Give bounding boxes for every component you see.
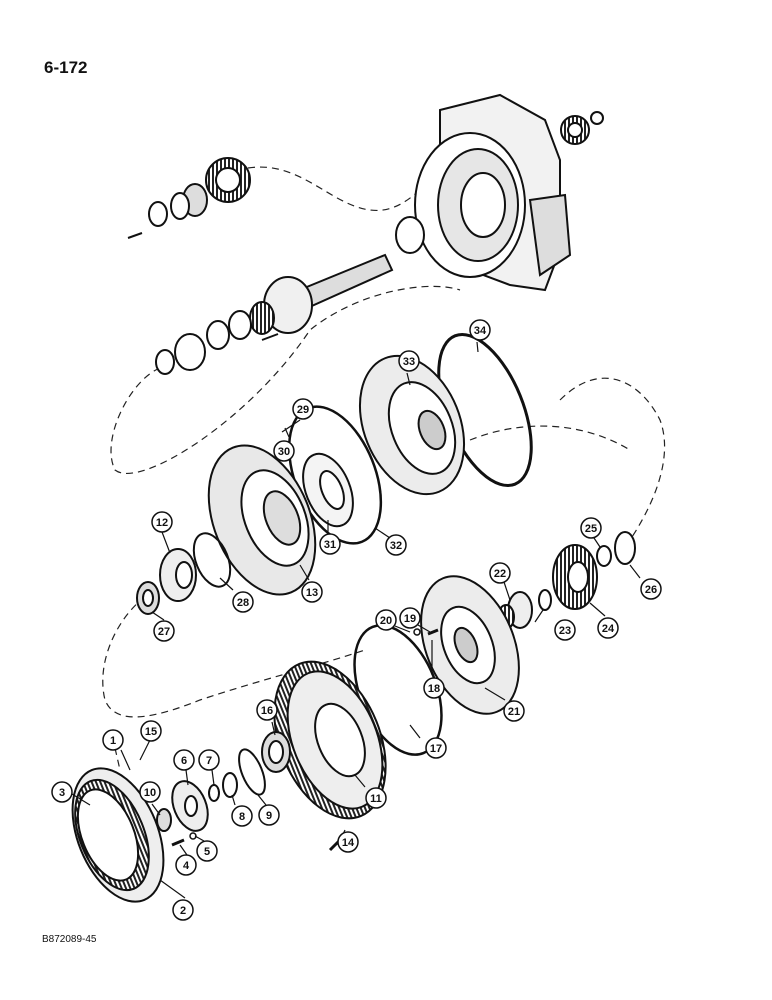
callout-27-label: 27: [158, 626, 170, 638]
torque-converter-21: [420, 575, 520, 715]
o-ring-28: [192, 532, 232, 588]
callout-leaders: [71, 341, 641, 899]
ring-23: [538, 589, 552, 611]
callout-7-label: 7: [206, 755, 212, 767]
callout-30-label: 30: [278, 446, 290, 458]
callout-18-label: 18: [428, 683, 440, 695]
callout-34: 34: [469, 319, 491, 341]
callout-10-label: 10: [144, 787, 156, 799]
callout-9: 9: [258, 804, 280, 826]
ring-25: [596, 545, 612, 567]
figure-code: B872089-45: [42, 934, 97, 945]
callout-13: 13: [301, 581, 323, 603]
ring-8: [222, 772, 238, 798]
bearing-27: [136, 581, 160, 615]
pump-body-13: [207, 444, 317, 596]
callout-1: 1: [102, 729, 124, 751]
callout-5-label: 5: [204, 846, 210, 858]
callout-8: 8: [231, 805, 253, 827]
callout-33-label: 33: [403, 356, 415, 368]
callout-21: 21: [503, 700, 525, 722]
transmission-housing: [414, 93, 604, 292]
callout-33: 33: [398, 350, 420, 372]
callout-32-label: 32: [390, 540, 402, 552]
callout-31-label: 31: [324, 539, 336, 551]
callout-12-label: 12: [156, 517, 168, 529]
callout-21-label: 21: [508, 706, 520, 718]
ring-9: [238, 748, 266, 796]
callout-22: 22: [489, 562, 511, 584]
bearing-16: [261, 731, 291, 773]
callout-14-label: 14: [342, 837, 355, 849]
callout-11: 11: [365, 787, 387, 809]
callout-15: 15: [140, 720, 162, 742]
callout-19-label: 19: [404, 613, 416, 625]
callout-23-label: 23: [559, 625, 571, 637]
callout-28: 28: [232, 591, 254, 613]
washer-20: [413, 628, 421, 636]
callout-29: 29: [292, 398, 314, 420]
callout-10: 10: [139, 781, 161, 803]
callout-23: 23: [554, 619, 576, 641]
flexplate-11: [273, 660, 387, 820]
ring-gear-2: [71, 767, 165, 903]
callout-16: 16: [256, 699, 278, 721]
callout-31: 31: [319, 533, 341, 555]
callout-28-label: 28: [237, 597, 249, 609]
callout-6: 6: [173, 749, 195, 771]
callout-7: 7: [198, 749, 220, 771]
callout-26-label: 26: [645, 584, 657, 596]
callout-30: 30: [273, 440, 295, 462]
stator-12: [159, 548, 197, 602]
pump-cover-33: [358, 354, 466, 496]
callout-22-label: 22: [494, 568, 506, 580]
callout-3-label: 3: [59, 787, 65, 799]
callout-4: 4: [175, 854, 197, 876]
callout-17: 17: [425, 737, 447, 759]
callout-4-label: 4: [183, 860, 190, 872]
callout-14: 14: [337, 831, 359, 853]
input-shaft-assembly: [127, 157, 425, 375]
callout-34-label: 34: [474, 325, 487, 337]
plate-31: [302, 452, 354, 528]
callout-17-label: 17: [430, 743, 442, 755]
snap-ring-26: [614, 531, 636, 565]
callout-19: 19: [399, 607, 421, 629]
bolt-4: [171, 838, 185, 847]
callout-12: 12: [151, 511, 173, 533]
bearing-10: [156, 808, 172, 832]
callout-24-label: 24: [602, 623, 615, 635]
callout-11-label: 11: [370, 793, 382, 805]
callout-6-label: 6: [181, 755, 187, 767]
callout-9-label: 9: [266, 810, 272, 822]
callout-18: 18: [423, 677, 445, 699]
callout-3: 3: [51, 781, 73, 803]
bolt-18: [427, 628, 439, 636]
callout-20-label: 20: [380, 615, 392, 627]
callout-32: 32: [385, 534, 407, 556]
callout-1-label: 1: [110, 735, 116, 747]
page-number: 6-172: [44, 58, 88, 77]
callout-8-label: 8: [239, 811, 245, 823]
drive-plate-6: [171, 780, 209, 832]
callout-13-label: 13: [306, 587, 318, 599]
callout-29-label: 29: [297, 404, 309, 416]
callout-15-label: 15: [145, 726, 157, 738]
callout-2-label: 2: [180, 905, 186, 917]
callout-2: 2: [172, 899, 194, 921]
hub-24: [552, 544, 598, 610]
callout-27: 27: [153, 620, 175, 642]
callout-16-label: 16: [261, 705, 273, 717]
callout-26: 26: [640, 578, 662, 600]
callout-25-label: 25: [585, 523, 597, 535]
callout-5: 5: [196, 840, 218, 862]
callout-24: 24: [597, 617, 619, 639]
callout-20: 20: [375, 609, 397, 631]
callout-25: 25: [580, 517, 602, 539]
